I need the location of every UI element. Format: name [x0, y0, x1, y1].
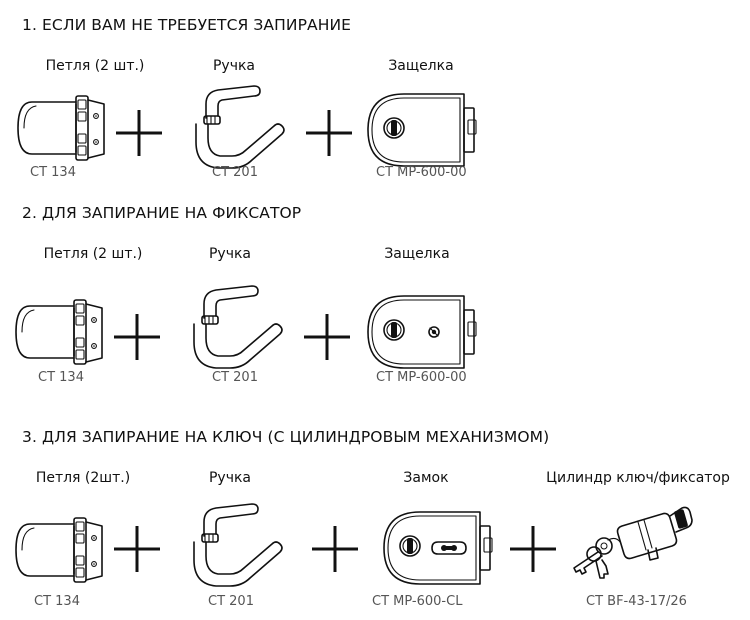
item-label: Петля (2шт.)	[35, 470, 131, 486]
item-label: Защелка	[384, 246, 450, 262]
latch-with-thumbturn-icon	[367, 295, 477, 369]
item-code: CT 134	[30, 165, 76, 180]
item-label: Ручка	[208, 246, 252, 262]
section-2-title: 2. ДЛЯ ЗАПИРАНИЕ НА ФИКСАТОР	[22, 204, 302, 222]
item-code: CT 201	[212, 370, 258, 385]
cylinder-with-keys-icon	[573, 506, 693, 579]
plus-icon	[306, 110, 352, 156]
item-code: CT 134	[38, 370, 84, 385]
hinge-icon	[15, 517, 103, 583]
plus-icon	[116, 110, 162, 156]
plus-icon	[510, 526, 556, 572]
plus-icon	[304, 314, 350, 360]
latch-icon	[367, 93, 477, 167]
plus-icon	[312, 526, 358, 572]
hinge-icon	[15, 299, 103, 365]
item-code: CT BF-43-17/26	[586, 594, 687, 609]
item-label: Ручка	[212, 58, 256, 74]
item-label: Петля (2 шт.)	[43, 246, 143, 262]
item-code: CT MP-600-00	[376, 165, 467, 180]
item-code: CT 201	[212, 165, 258, 180]
plus-icon	[114, 314, 160, 360]
item-code: CT 134	[34, 594, 80, 609]
item-code: CT MP-600-CL	[372, 594, 463, 609]
item-code: CT MP-600-00	[376, 370, 467, 385]
hinge-icon	[17, 95, 105, 161]
item-label: Замок	[403, 470, 449, 486]
item-label: Петля (2 шт.)	[45, 58, 145, 74]
handle-icon	[193, 285, 283, 369]
lock-icon	[383, 511, 493, 585]
item-code: CT 201	[208, 594, 254, 609]
item-label: Ручка	[208, 470, 252, 486]
handle-icon	[193, 503, 283, 587]
plus-icon	[114, 526, 160, 572]
item-label: Защелка	[388, 58, 454, 74]
item-label: Цилиндр ключ/фиксатор	[546, 470, 730, 486]
handle-icon	[195, 85, 285, 169]
section-1-title: 1. ЕСЛИ ВАМ НЕ ТРЕБУЕТСЯ ЗАПИРАНИЕ	[22, 16, 352, 34]
section-3-title: 3. ДЛЯ ЗАПИРАНИЕ НА КЛЮЧ (С ЦИЛИНДРОВЫМ …	[22, 428, 550, 446]
